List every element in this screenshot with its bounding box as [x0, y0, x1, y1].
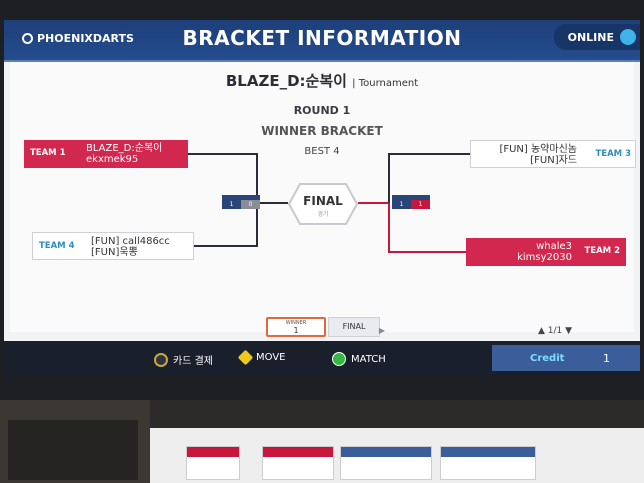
score-value: 1 — [392, 200, 411, 209]
team-player: [FUN]자드 — [530, 155, 577, 166]
tab-final-label: FINAL — [342, 322, 366, 331]
move-label: MOVE — [256, 352, 286, 363]
card-payment-label: 카드 결제 — [173, 356, 213, 367]
final-node[interactable]: FINAL 경기 — [287, 182, 359, 226]
bracket-line — [388, 153, 470, 155]
tab-final[interactable]: FINAL ▶ — [328, 317, 385, 337]
bracket-line — [194, 245, 258, 247]
final-sub-label: 경기 — [317, 211, 329, 218]
game-screen: PHOENIXDARTS BRACKET INFORMATION ONLINE … — [4, 20, 640, 376]
card-payment-hint[interactable]: 카드 결제 — [154, 352, 213, 367]
match-score-left: 1 0 — [222, 195, 260, 209]
tournament-name: BLAZE_D:순복이 — [225, 72, 347, 90]
bracket-panel: BLAZE_D:순복이 | Tournament ROUND 1 WINNER … — [10, 62, 636, 337]
machine-panel — [0, 400, 150, 483]
header-bar: PHOENIXDARTS BRACKET INFORMATION ONLINE — [4, 20, 640, 62]
team-label: TEAM 4 — [39, 241, 75, 251]
team-card-1[interactable]: TEAM 1 BLAZE_D:순복이 ekxmek95 — [24, 140, 188, 168]
online-dot-icon — [620, 29, 636, 45]
logo: PHOENIXDARTS — [22, 32, 134, 45]
match-score-right: 1 1 — [392, 195, 430, 209]
round-label: ROUND 1 — [293, 104, 351, 117]
team-card-4[interactable]: TEAM 4 [FUN] call486cc [FUN]욱뽕 — [32, 232, 194, 260]
footer-bar: 카드 결제 MOVE MATCH Credit 1 — [4, 341, 640, 376]
page-indicator[interactable]: ▲ 1/1 ▼ — [537, 326, 572, 336]
bracket-line-winner — [358, 202, 388, 204]
team-player: [FUN] call486cc — [91, 236, 170, 247]
team-label: TEAM 1 — [30, 148, 66, 158]
team-player: [FUN]욱뽕 — [91, 247, 138, 258]
tournament-title: BLAZE_D:순복이 | Tournament — [10, 70, 634, 91]
online-label: ONLINE — [567, 30, 614, 44]
page-title: BRACKET INFORMATION — [182, 26, 462, 50]
score-value: 1 — [411, 200, 430, 209]
instruction-panel — [340, 446, 432, 480]
team-label: TEAM 2 — [584, 246, 620, 256]
bracket-label: WINNER BRACKET — [261, 124, 383, 138]
bracket-line-winner — [388, 203, 390, 251]
green-button-icon — [332, 352, 346, 366]
tab-winner-label: WINNER — [285, 320, 307, 326]
bracket-line-winner — [388, 251, 466, 253]
move-hint[interactable]: MOVE — [237, 349, 286, 366]
tab-winner-value: 1 — [293, 326, 299, 335]
team-card-3[interactable]: [FUN] 농약마신놈 [FUN]자드 TEAM 3 — [470, 140, 636, 168]
move-dpad-icon — [237, 349, 254, 366]
bracket-line — [258, 202, 288, 204]
instruction-panel — [186, 446, 240, 480]
final-hexagon-icon — [287, 183, 359, 225]
team-player: whale3 — [536, 241, 572, 252]
match-label: MATCH — [351, 353, 386, 365]
coin-icon — [154, 352, 168, 367]
team-player: BLAZE_D:순복이 — [86, 143, 163, 154]
score-value: 0 — [241, 200, 260, 209]
bracket-line — [188, 153, 258, 155]
team-card-2[interactable]: whale3 kimsy2030 TEAM 2 — [466, 238, 626, 266]
logo-icon — [22, 33, 33, 44]
best-of-label: BEST 4 — [304, 146, 340, 157]
team-player: ekxmek95 — [86, 154, 139, 165]
team-player: [FUN] 농약마신놈 — [499, 144, 577, 155]
final-label: FINAL — [303, 194, 343, 208]
score-value: 1 — [222, 200, 241, 209]
team-label: TEAM 3 — [595, 149, 631, 159]
credit-value: 1 — [603, 351, 610, 365]
match-hint[interactable]: MATCH — [332, 352, 386, 366]
instruction-panel — [262, 446, 334, 480]
instruction-panel — [440, 446, 536, 480]
credit-label: Credit — [530, 352, 565, 364]
credit-display: Credit 1 — [492, 345, 640, 371]
bracket-line — [388, 153, 390, 203]
team-player: kimsy2030 — [517, 252, 572, 263]
tab-winner[interactable]: WINNER 1 — [266, 317, 326, 337]
chevron-right-icon: ▶ — [378, 326, 385, 335]
online-status: ONLINE — [553, 24, 640, 50]
tournament-type: | Tournament — [352, 78, 419, 89]
logo-text: PHOENIXDARTS — [37, 32, 134, 45]
